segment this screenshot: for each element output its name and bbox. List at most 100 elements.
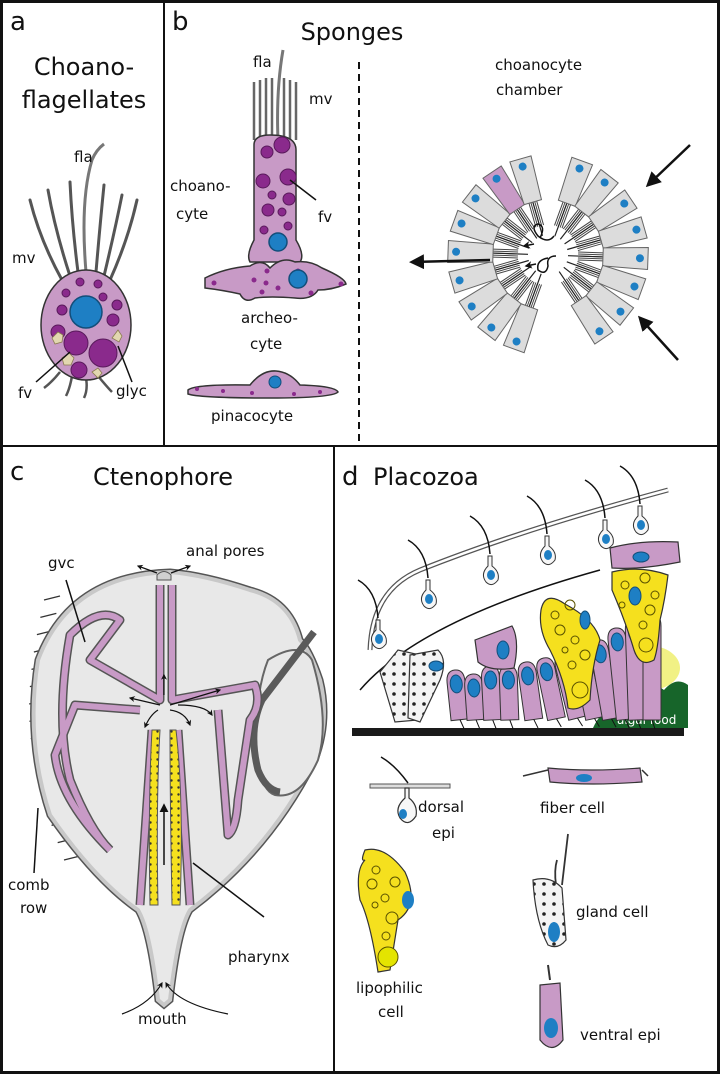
chamber-choanocyte: [482, 165, 538, 239]
label-archeocyte-line2: cyte: [250, 335, 282, 353]
tentacle-sheath: [254, 649, 324, 797]
dorsal-epi-cells: [357, 465, 649, 650]
label-fiber-cell: fiber cell: [540, 799, 605, 817]
anal-pore-arrow-left: [136, 564, 158, 574]
panel-a: a Choano- flagellates: [10, 7, 147, 402]
label-comb-row-line1: comb: [8, 876, 50, 894]
inflow-arrow-bottom: [637, 315, 679, 361]
ventral-epi-cell: [464, 673, 486, 729]
comb-row-pointer: [33, 807, 39, 874]
mouth-arrow-right: [165, 981, 229, 1015]
chamber-choanocyte: [554, 156, 594, 237]
mouth-arrow-left: [121, 981, 163, 1015]
fiber-cell-process: [359, 569, 601, 691]
label-lipophilic-line1: lipophilic: [356, 979, 423, 997]
nucleus: [69, 295, 103, 329]
archeocyte-body: [204, 259, 347, 301]
comb-tick: [43, 595, 61, 601]
flow-arrows: [409, 144, 691, 361]
pharynx-wall-left: [148, 729, 161, 906]
label-lipophilic-line2: cell: [378, 1003, 404, 1021]
lipophilic-cells-in-sheet: [539, 568, 669, 710]
label-archeocyte-line1: archeo-: [241, 309, 298, 327]
panel-c-title: Ctenophore: [93, 463, 233, 491]
chamber-choanocyte: [567, 216, 648, 252]
panel-letter-b: b: [172, 7, 189, 37]
choanocyte-chamber: [447, 155, 649, 354]
chamber-choanocyte: [477, 270, 537, 342]
glyc-pointer: [117, 345, 133, 383]
legend-gland-cell: [532, 833, 569, 948]
comb-tick: [40, 612, 57, 618]
dorsal-epi-cell: [619, 465, 649, 536]
chamber-choanocyte: [509, 155, 545, 236]
label-choanocyte-line1: choano-: [170, 177, 231, 195]
anal-pore-arrow-right: [170, 564, 192, 574]
label-pharynx: pharynx: [228, 948, 290, 966]
canal-arrows: [128, 673, 222, 729]
flagellum-swirl: [533, 223, 555, 241]
dorsal-epi-cell: [526, 495, 556, 566]
legend-ventral-epi: [539, 964, 564, 1049]
label-pinacocyte: pinacocyte: [211, 407, 293, 425]
chamber-choanocyte: [447, 239, 529, 264]
panel-a-title-line1: Choano-: [34, 53, 134, 81]
label-mv-b: mv: [309, 90, 333, 108]
pinacocyte: [187, 370, 339, 399]
chamber-choanocyte: [563, 266, 635, 326]
granules: [195, 387, 322, 396]
dorsal-epi-cell: [584, 479, 614, 550]
panel-d: d Placozoa algal food: [342, 462, 688, 1049]
label-mouth: mouth: [138, 1010, 187, 1028]
label-ventral-epi: ventral epi: [580, 1026, 661, 1044]
chamber-choanocyte: [559, 168, 619, 240]
ventral-epi-cell: [498, 665, 520, 730]
label-fla-b: fla: [253, 53, 272, 71]
dorsal-epi-cell: [469, 515, 499, 586]
ventral-epi-cell: [446, 669, 470, 729]
label-glyc-a: glyc: [116, 382, 147, 400]
label-dorsal-epi-line2: epi: [432, 824, 455, 842]
flagellum: [82, 142, 105, 273]
substrate: [352, 728, 684, 736]
chamber-choanocyte: [448, 258, 529, 294]
chamber-choanocyte: [566, 261, 647, 301]
flagellum: [276, 49, 285, 141]
outflow-arrow: [409, 254, 491, 270]
ventral-epi-cell: [517, 661, 544, 729]
microvilli: [252, 78, 298, 140]
dorsal-epi-cell: [407, 539, 437, 610]
nucleus: [268, 375, 282, 389]
chamber-choanocyte: [502, 273, 542, 354]
panel-letter-a: a: [10, 7, 26, 37]
label-dorsal-epi-line1: dorsal: [418, 798, 464, 816]
pinacocyte-body: [187, 370, 339, 399]
choanocyte: [247, 49, 317, 263]
label-comb-row-line2: row: [20, 899, 47, 917]
archeocyte: [204, 259, 347, 301]
chamber-choanocyte: [567, 246, 649, 271]
nucleus: [288, 269, 308, 289]
pharynx-wall-right: [169, 729, 182, 906]
gvc-pointer: [65, 579, 86, 643]
nucleus: [268, 232, 288, 252]
panel-d-title: Placozoa: [373, 463, 479, 491]
label-fv-a: fv: [18, 384, 32, 402]
panel-a-title-line2: flagellates: [22, 86, 147, 114]
label-anal-pores: anal pores: [186, 542, 265, 560]
gland-cells-in-sheet: [379, 649, 445, 723]
chamber-choanocyte: [458, 265, 532, 321]
legend-dorsal-epi: [369, 756, 451, 824]
label-fla-a: fla: [74, 148, 93, 166]
gastrovascular-canals: [50, 585, 263, 906]
label-gland-cell: gland cell: [576, 903, 649, 921]
panel-letter-d: d: [342, 462, 359, 492]
dorsal-epi-cell: [357, 579, 387, 650]
fiber-cells-in-sheet: [474, 541, 681, 670]
legend-lipophilic-cell: [357, 848, 414, 973]
label-mv-a: mv: [12, 249, 36, 267]
chamber-choanocyte: [461, 184, 533, 244]
panel-b: b Sponges: [170, 7, 691, 425]
